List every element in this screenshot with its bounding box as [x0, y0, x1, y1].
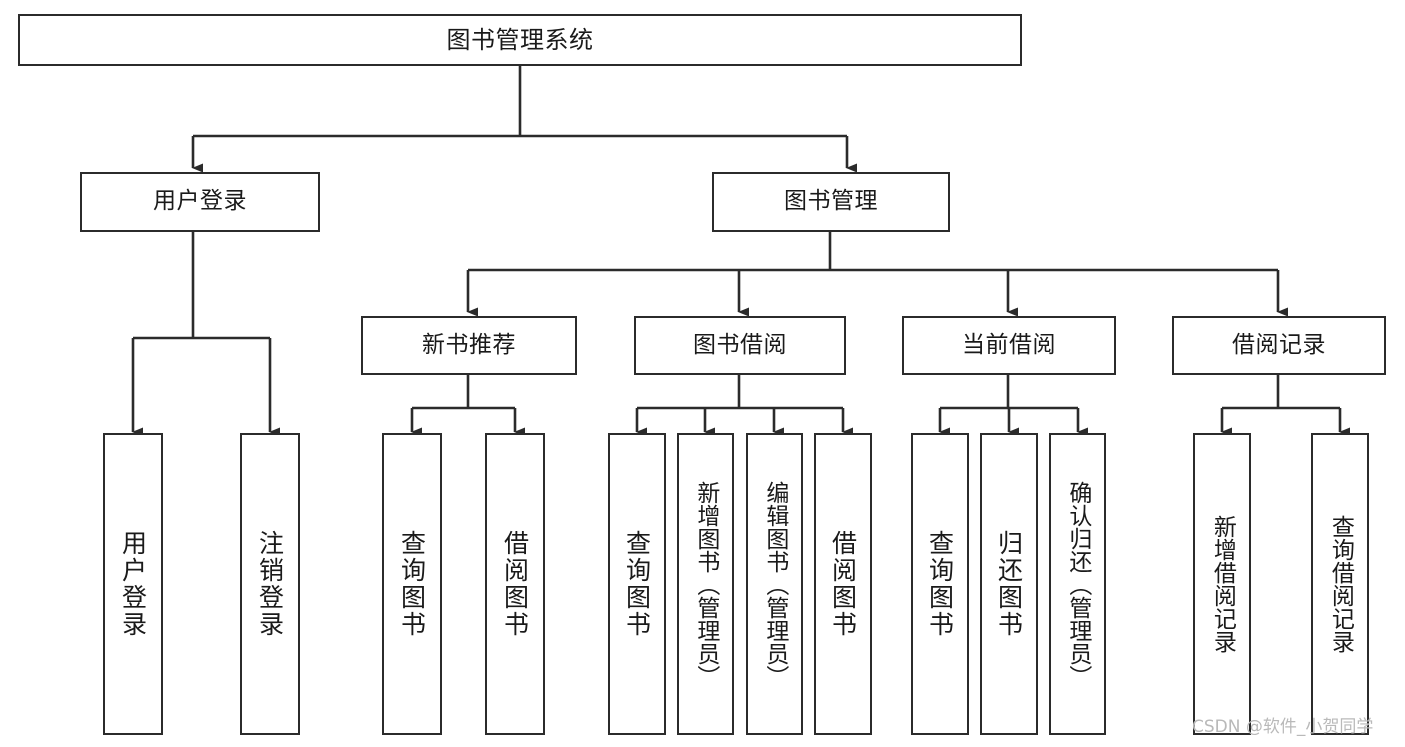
node-label: 编辑图书（管理员） — [761, 480, 788, 688]
node-label: 借阅记录 — [1232, 331, 1326, 358]
node-label: 图书管理 — [784, 188, 878, 215]
node-leaf-query-book-current[interactable]: 查询图书 — [911, 433, 969, 735]
node-leaf-add-book-admin[interactable]: 新增图书（管理员） — [677, 433, 734, 735]
node-leaf-query-book-borrow[interactable]: 查询图书 — [608, 433, 666, 735]
node-label: 查询图书 — [622, 530, 652, 638]
node-leaf-query-borrow-record[interactable]: 查询借阅记录 — [1311, 433, 1369, 735]
node-leaf-edit-book-admin[interactable]: 编辑图书（管理员） — [746, 433, 803, 735]
node-leaf-return-book[interactable]: 归还图书 — [980, 433, 1038, 735]
node-label: 图书管理系统 — [446, 25, 594, 54]
node-root-library-system[interactable]: 图书管理系统 — [18, 14, 1022, 66]
node-book-borrow[interactable]: 图书借阅 — [634, 316, 846, 375]
node-label: 注销登录 — [255, 530, 285, 638]
node-label: 查询图书 — [397, 530, 427, 638]
node-book-management[interactable]: 图书管理 — [712, 172, 950, 232]
node-label: 确认归还（管理员） — [1064, 480, 1091, 688]
node-label: 新书推荐 — [422, 331, 516, 358]
node-leaf-query-book-recommend[interactable]: 查询图书 — [382, 433, 442, 735]
node-label: 当前借阅 — [962, 331, 1056, 358]
node-label: 新增借阅记录 — [1209, 515, 1236, 653]
node-label: 新增图书（管理员） — [692, 480, 719, 688]
node-label: 图书借阅 — [693, 331, 787, 358]
node-new-book-recommend[interactable]: 新书推荐 — [361, 316, 577, 375]
node-leaf-logout[interactable]: 注销登录 — [240, 433, 300, 735]
node-current-borrow[interactable]: 当前借阅 — [902, 316, 1116, 375]
node-label: 查询图书 — [925, 530, 955, 638]
node-label: 用户登录 — [153, 188, 247, 215]
node-label: 借阅图书 — [500, 530, 530, 638]
node-leaf-borrow-book[interactable]: 借阅图书 — [814, 433, 872, 735]
node-label: 查询借阅记录 — [1327, 515, 1354, 653]
node-label: 用户登录 — [118, 530, 148, 638]
node-borrow-record[interactable]: 借阅记录 — [1172, 316, 1386, 375]
csdn-watermark: CSDN @软件_小贺同学 — [1192, 717, 1374, 737]
node-label: 归还图书 — [994, 530, 1024, 638]
node-user-login[interactable]: 用户登录 — [80, 172, 320, 232]
node-leaf-borrow-book-recommend[interactable]: 借阅图书 — [485, 433, 545, 735]
node-label: 借阅图书 — [828, 530, 858, 638]
node-leaf-add-borrow-record[interactable]: 新增借阅记录 — [1193, 433, 1251, 735]
node-leaf-confirm-return-admin[interactable]: 确认归还（管理员） — [1049, 433, 1106, 735]
node-leaf-user-login[interactable]: 用户登录 — [103, 433, 163, 735]
